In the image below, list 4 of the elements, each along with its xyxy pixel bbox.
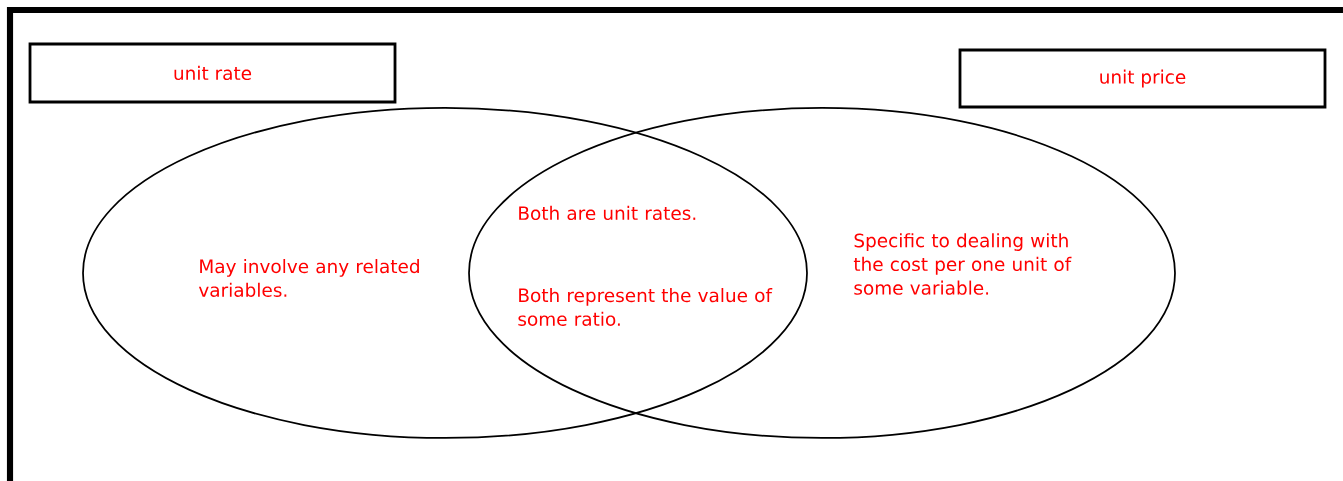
label-box: unit rate xyxy=(28,42,397,104)
overlap-text: Both represent the value of some ratio. xyxy=(518,288,773,326)
overlap-text: Both are unit rates. xyxy=(519,205,696,221)
label-box: unit price xyxy=(958,48,1327,109)
